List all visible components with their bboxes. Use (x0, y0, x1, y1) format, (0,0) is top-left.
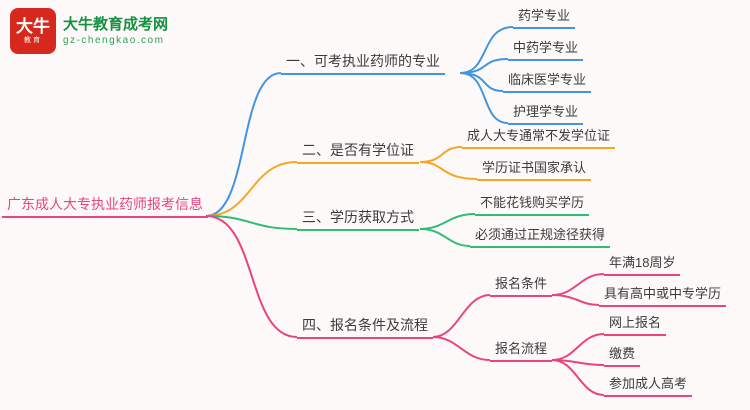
child-node-pharmacy: 药学专业 (513, 6, 576, 29)
child-node-no-buying-diploma: 不能花钱购买学历 (475, 193, 590, 216)
child-node-state-recognized: 学历证书国家承认 (477, 158, 592, 181)
branch-node-professions: 一、可考执业药师的专业 (281, 50, 445, 75)
site-url: gz-chengkao.com (63, 34, 165, 46)
child-node-legitimate-channels: 必须通过正规途径获得 (470, 225, 611, 248)
subbranch-node-requirements: 报名条件 (490, 274, 553, 297)
logo-badge-text: 大牛 (16, 17, 50, 36)
child-node-highschool-diploma: 具有高中或中专学历 (599, 284, 727, 307)
site-logo: 大牛 教育 大牛教育成考网 gz-chengkao.com (10, 8, 168, 54)
branch-node-requirements-process: 四、报名条件及流程 (297, 314, 433, 339)
child-node-payment: 缴费 (604, 344, 641, 367)
logo-seal-icon: 大牛 教育 (10, 8, 56, 54)
child-node-no-degree-issued: 成人大专通常不发学位证 (462, 126, 616, 149)
site-name: 大牛教育成考网 (63, 15, 169, 33)
subbranch-node-process: 报名流程 (490, 339, 553, 362)
child-node-online-registration: 网上报名 (604, 313, 667, 336)
child-node-nursing: 护理学专业 (508, 102, 584, 125)
child-node-take-exam: 参加成人高考 (604, 374, 693, 397)
mindmap-root-node: 广东成人大专执业药师报考信息 (2, 193, 208, 218)
branch-node-diploma-acquisition: 三、学历获取方式 (297, 206, 419, 231)
branch-node-degree-certificate: 二、是否有学位证 (297, 139, 419, 164)
child-node-age-18: 年满18周岁 (604, 253, 681, 276)
logo-badge-subtext: 教育 (24, 37, 42, 44)
child-node-tcm-pharmacy: 中药学专业 (508, 38, 584, 61)
child-node-clinical-medicine: 临床医学专业 (503, 70, 592, 93)
